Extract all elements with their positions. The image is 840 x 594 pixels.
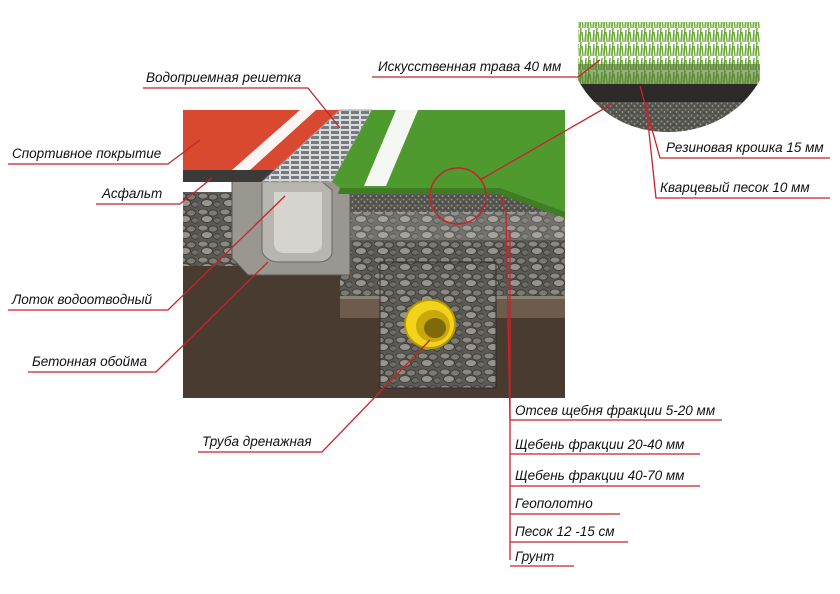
asphalt-layer [183, 170, 276, 182]
sports-surface [183, 110, 340, 170]
label-screening: Отсев щебня фракции 5-20 мм [515, 403, 716, 418]
label-drain-grate: Водоприемная решетка [146, 70, 302, 85]
label-rubber-crumb: Резиновая крошка 15 мм [666, 140, 824, 155]
zoom-inset [578, 22, 760, 132]
magnifier-circle [429, 167, 487, 225]
label-artificial-grass: Искусственная трава 40 мм [378, 59, 562, 74]
drainage-pipe [404, 299, 456, 349]
label-quartz-sand: Кварцевый песок 10 мм [660, 180, 810, 195]
label-geotextile: Геополотно [515, 496, 593, 511]
leader-lines [8, 59, 830, 567]
label-gravel-40-70: Щебень фракции 40-70 мм [515, 468, 685, 483]
label-sports-surface: Спортивное покрытие [12, 146, 162, 161]
label-drainage-pipe: Труба дренажная [202, 434, 312, 449]
label-drain-channel: Лоток водоотводный [12, 292, 153, 307]
label-asphalt: Асфальт [102, 186, 163, 201]
gravel-layer-20-40 [340, 212, 565, 240]
label-sand: Песок 12 -15 см [515, 524, 615, 539]
label-soil: Грунт [515, 549, 555, 564]
label-concrete-housing: Бетонная обойма [32, 354, 147, 369]
label-gravel-20-40: Щебень фракции 20-40 мм [515, 437, 685, 452]
